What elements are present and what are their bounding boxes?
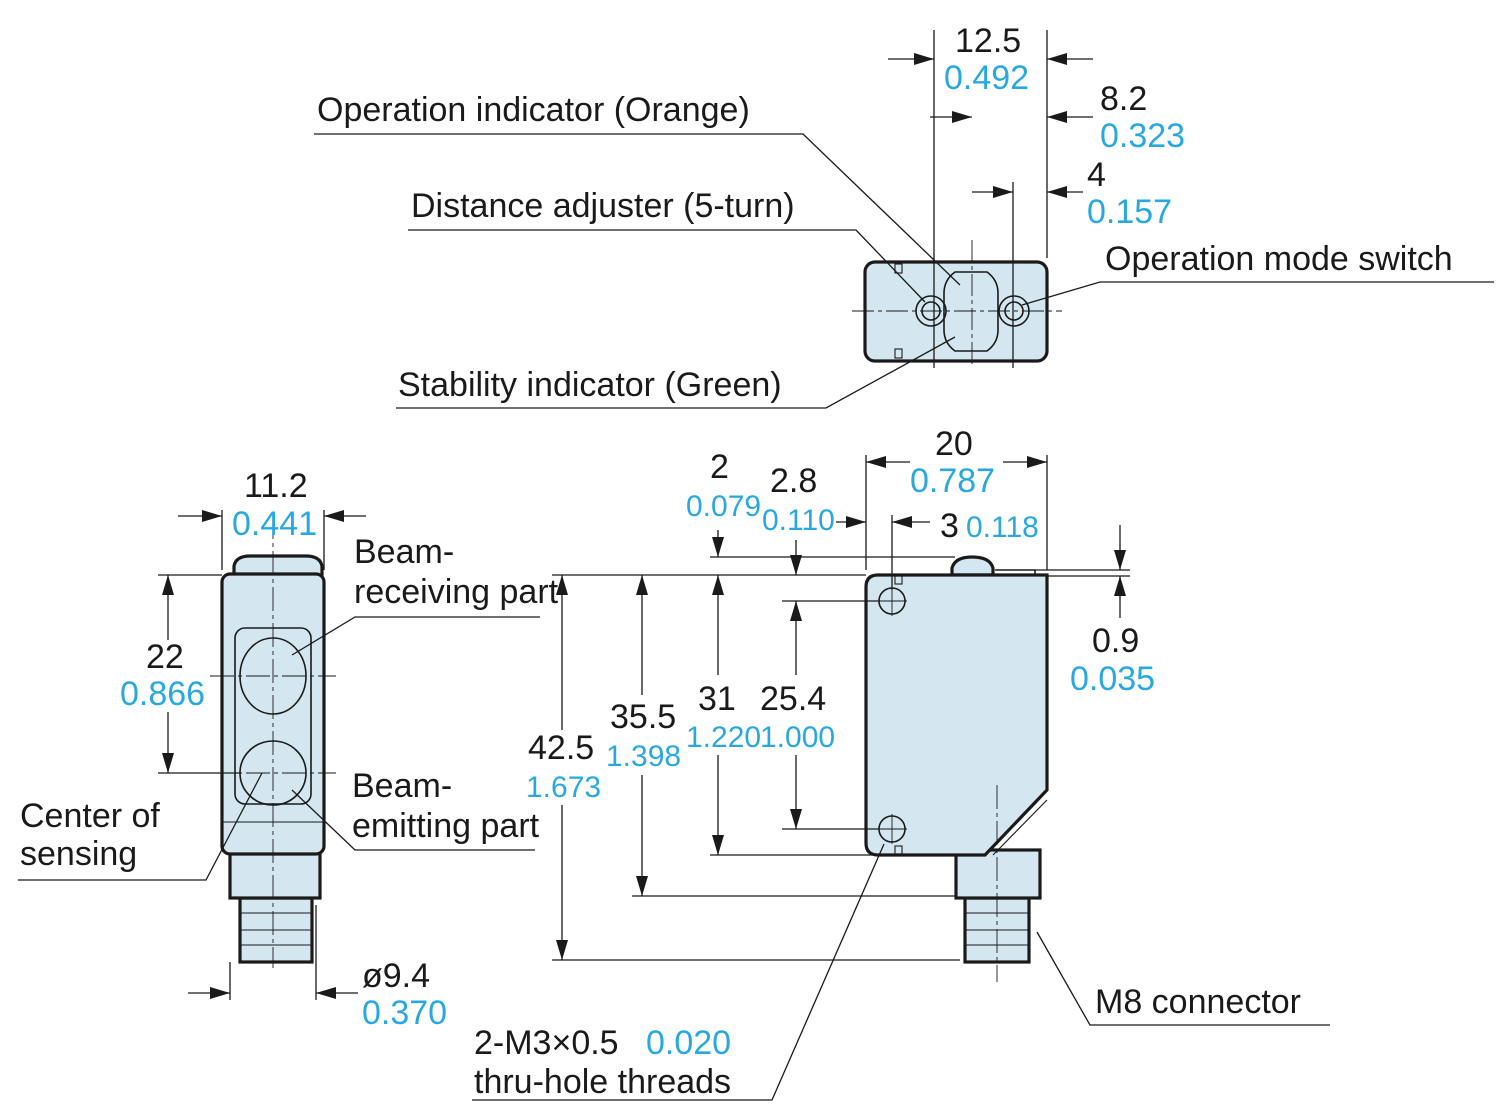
side-top-bump — [950, 555, 995, 577]
dim-hole-top-mm: 2.8 — [770, 462, 817, 500]
dim-height-total-mm: 42.5 — [528, 729, 594, 767]
leader-thru-hole-threads — [472, 843, 885, 1101]
dim-front-width-mm: 11.2 — [244, 467, 308, 505]
top-view-body — [863, 260, 1049, 363]
label-m8-connector: M8 connector — [1095, 983, 1301, 1021]
dim-top-switch-in: 0.157 — [1087, 193, 1172, 231]
dim-hole-pitch-mm: 25.4 — [760, 680, 826, 718]
dim-hole-pitch-in: 1.000 — [760, 721, 835, 754]
label-thru-hole-threads: thru-hole threads — [474, 1063, 731, 1101]
label-center-of-sensing-1: Center of — [20, 797, 160, 835]
dim-front-height-in: 0.866 — [120, 675, 205, 713]
label-stability-indicator: Stability indicator (Green) — [398, 366, 782, 404]
dim-top-offset-mm: 8.2 — [1100, 80, 1147, 118]
leader-operation-mode-switch — [1021, 281, 1494, 306]
dim-height-body-neck-mm: 35.5 — [610, 698, 676, 736]
front-neck — [228, 848, 322, 900]
dim-front-height-mm: 22 — [146, 638, 184, 676]
top-view: 12.5 0.492 8.2 0.323 4 0.157 Operation i… — [314, 22, 1494, 409]
leader-beam-emitting — [291, 789, 535, 851]
dim-hole-top-in: 0.110 — [762, 504, 835, 537]
top-body-mark-lower — [894, 348, 903, 359]
leader-m8-connector — [1036, 931, 1330, 1026]
label-operation-mode-switch: Operation mode switch — [1105, 240, 1453, 278]
dim-height-body-mm: 31 — [698, 680, 736, 718]
dim-side-width-mm: 20 — [935, 425, 973, 463]
top-body-mark-upper — [894, 263, 903, 274]
side-view: 20 0.787 3 0.118 2 0.079 2.8 0.110 — [472, 425, 1330, 1101]
label-beam-receiving-1: Beam- — [354, 533, 454, 571]
label-beam-emitting-1: Beam- — [352, 767, 452, 805]
leader-beam-receiving — [291, 616, 540, 656]
dim-front-width-in: 0.441 — [232, 505, 317, 543]
dim-side-width-in: 0.787 — [910, 462, 995, 500]
dim-rib-height-in: 0.035 — [1070, 660, 1155, 698]
leader-operation-indicator — [314, 133, 961, 286]
leader-stability-indicator — [396, 336, 956, 409]
front-view: 11.2 0.441 22 0.866 ø9.4 0.370 Beam- rec… — [18, 467, 559, 1032]
dim-top-gap-mm: 2 — [710, 448, 729, 486]
dim-connector-diameter-mm: ø9.4 — [362, 957, 430, 995]
dim-hole-offset-mm: 3 — [940, 507, 959, 545]
dim-top-offset-in: 0.323 — [1100, 117, 1185, 155]
dim-top-width-in: 0.492 — [944, 59, 1029, 97]
label-beam-receiving-2: receiving part — [354, 573, 559, 611]
label-center-of-sensing-2: sensing — [20, 835, 137, 873]
label-thread-spec-mm: 2-M3×0.5 — [474, 1024, 619, 1062]
front-top-bump — [232, 554, 324, 577]
dim-top-gap-in: 0.079 — [686, 490, 761, 523]
leader-distance-adjuster — [408, 229, 926, 303]
dim-top-width-mm: 12.5 — [955, 22, 1021, 60]
dim-height-total-in: 1.673 — [526, 771, 601, 804]
label-thread-spec-in: 0.020 — [646, 1024, 731, 1062]
label-distance-adjuster: Distance adjuster (5-turn) — [411, 187, 795, 225]
dim-top-switch-mm: 4 — [1087, 156, 1106, 194]
dim-height-body-in: 1.220 — [686, 721, 761, 754]
label-operation-indicator: Operation indicator (Orange) — [317, 91, 750, 129]
label-beam-emitting-2: emitting part — [352, 807, 540, 845]
dim-connector-diameter-in: 0.370 — [362, 994, 447, 1032]
side-body — [864, 573, 1049, 857]
dim-hole-offset-in: 0.118 — [966, 511, 1039, 544]
side-neck — [954, 848, 1042, 900]
dim-height-body-neck-in: 1.398 — [606, 740, 681, 773]
indicator-lens — [943, 271, 999, 352]
dim-rib-height-mm: 0.9 — [1092, 622, 1139, 660]
leader-center-of-sensing — [18, 772, 263, 881]
